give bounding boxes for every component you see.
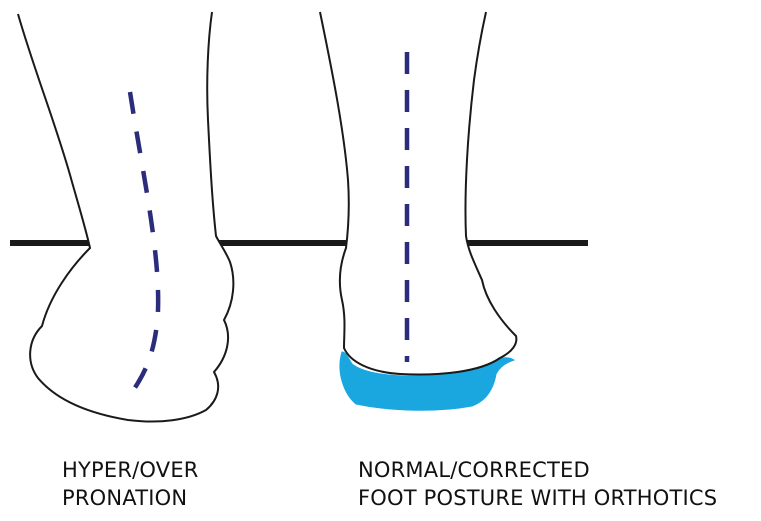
pronated-foot: [18, 12, 233, 422]
caption-left-line1: HYPER/OVER: [62, 456, 199, 484]
pronated-foot-outline: [18, 12, 233, 422]
caption-left-line2: PRONATION: [62, 484, 199, 512]
caption-corrected-posture: NORMAL/CORRECTED FOOT POSTURE WITH ORTHO…: [358, 456, 717, 512]
caption-right-line2: FOOT POSTURE WITH ORTHOTICS: [358, 484, 717, 512]
caption-hyper-pronation: HYPER/OVER PRONATION: [62, 456, 199, 512]
corrected-foot-outline: [320, 12, 516, 374]
corrected-foot: [320, 12, 516, 410]
caption-right-line1: NORMAL/CORRECTED: [358, 456, 717, 484]
